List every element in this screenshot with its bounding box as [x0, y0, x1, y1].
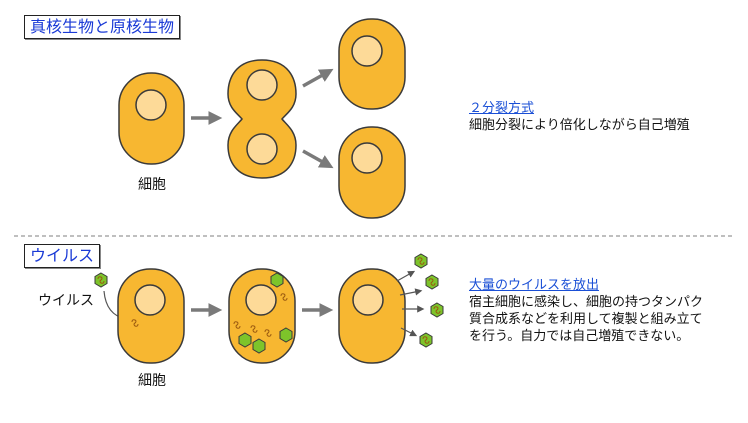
description-virus-release: 大量のウイルスを放出 宿主細胞に感染し、細胞の持つタンパク 質合成系などを利用し…	[469, 277, 703, 345]
description-line: を行う。自力では自己増殖できない。	[469, 329, 690, 344]
nucleus	[246, 69, 278, 101]
section-title-virus: ウイルス	[24, 244, 101, 268]
nucleus	[134, 284, 166, 316]
host-cell-replicating	[228, 268, 296, 364]
nucleus	[351, 142, 383, 174]
arrow-to-daughter-top	[302, 68, 334, 88]
cell-label: 細胞	[138, 177, 166, 193]
section-title-text: 真核生物と原核生物	[30, 17, 175, 36]
release-arrows	[396, 270, 425, 337]
nucleus	[135, 89, 167, 121]
virus-particle-free	[94, 272, 108, 288]
description-title-link[interactable]: ２分裂方式	[469, 101, 535, 116]
section-title-text: ウイルス	[30, 246, 95, 265]
description-line: 質合成系などを利用して複製と組み立て	[469, 312, 703, 327]
section-title-prokaryote: 真核生物と原核生物	[24, 15, 181, 39]
description-line: 細胞分裂により倍化しながら自己増殖	[469, 118, 690, 133]
cell-label: 細胞	[138, 373, 166, 389]
description-title-link[interactable]: 大量のウイルスを放出	[469, 278, 600, 293]
description-line: 宿主細胞に感染し、細胞の持つタンパク	[469, 295, 704, 310]
nucleus	[246, 133, 278, 165]
nucleus	[245, 284, 277, 316]
nucleus	[351, 35, 383, 67]
released-viruses	[414, 253, 444, 348]
cell-daughter-bottom	[338, 126, 406, 219]
cell-daughter-top	[338, 18, 406, 110]
cell-dividing	[227, 59, 297, 179]
cell-original	[118, 72, 185, 165]
nucleus	[352, 284, 384, 316]
description-binary-fission: ２分裂方式 細胞分裂により倍化しながら自己増殖	[469, 100, 690, 134]
arrow-to-daughter-bottom	[302, 149, 334, 169]
virus-label: ウイルス	[38, 293, 94, 309]
host-cell-infected	[117, 268, 185, 364]
host-cell-releasing	[338, 268, 406, 364]
